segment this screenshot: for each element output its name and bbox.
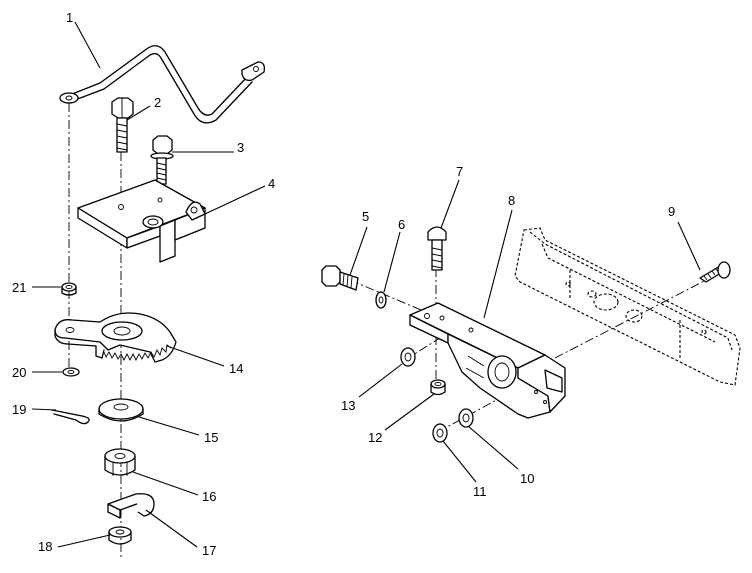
thrust-washer bbox=[98, 398, 144, 422]
callout-15: 15 bbox=[204, 430, 218, 445]
cotter-pin bbox=[51, 409, 90, 425]
callout-18: 18 bbox=[38, 539, 52, 554]
callout-19: 19 bbox=[12, 402, 26, 417]
shift-rod bbox=[59, 45, 266, 124]
frame-rail bbox=[514, 227, 741, 386]
washer-6 bbox=[375, 291, 387, 309]
bolt-3 bbox=[150, 135, 174, 185]
nut-10 bbox=[458, 408, 474, 428]
nut-12 bbox=[430, 379, 446, 396]
callout-10: 10 bbox=[520, 471, 534, 486]
gear-quadrant bbox=[54, 312, 177, 363]
callout-14: 14 bbox=[229, 361, 243, 376]
nut-13 bbox=[400, 347, 416, 367]
leader-lines bbox=[31, 21, 701, 548]
callout-6: 6 bbox=[398, 217, 405, 232]
callout-12: 12 bbox=[368, 430, 382, 445]
washer-20 bbox=[62, 367, 80, 377]
callout-9: 9 bbox=[668, 204, 675, 219]
clip-17 bbox=[107, 493, 155, 519]
callout-4: 4 bbox=[268, 176, 275, 191]
nut-21 bbox=[61, 282, 77, 296]
callout-2: 2 bbox=[154, 95, 161, 110]
shift-bracket bbox=[77, 179, 206, 263]
callout-17: 17 bbox=[202, 543, 216, 558]
mounting-bracket bbox=[409, 302, 566, 419]
callout-11: 11 bbox=[473, 484, 487, 499]
callout-3: 3 bbox=[237, 140, 244, 155]
callout-20: 20 bbox=[12, 365, 26, 380]
bushing-16 bbox=[104, 448, 136, 476]
callout-labels: 1 2 3 4 5 6 7 8 9 10 11 12 13 14 15 16 1… bbox=[12, 10, 675, 558]
bolt-7 bbox=[427, 226, 447, 271]
callout-16: 16 bbox=[202, 489, 216, 504]
bolt-5 bbox=[321, 265, 359, 291]
bolt-9 bbox=[699, 261, 731, 283]
callout-8: 8 bbox=[508, 193, 515, 208]
bolt-2 bbox=[111, 97, 134, 153]
nut-11 bbox=[432, 423, 448, 443]
callout-5: 5 bbox=[362, 209, 369, 224]
callout-1: 1 bbox=[66, 10, 73, 25]
callout-21: 21 bbox=[12, 280, 26, 295]
nut-18 bbox=[108, 526, 132, 545]
callout-7: 7 bbox=[456, 164, 463, 179]
callout-13: 13 bbox=[341, 398, 355, 413]
